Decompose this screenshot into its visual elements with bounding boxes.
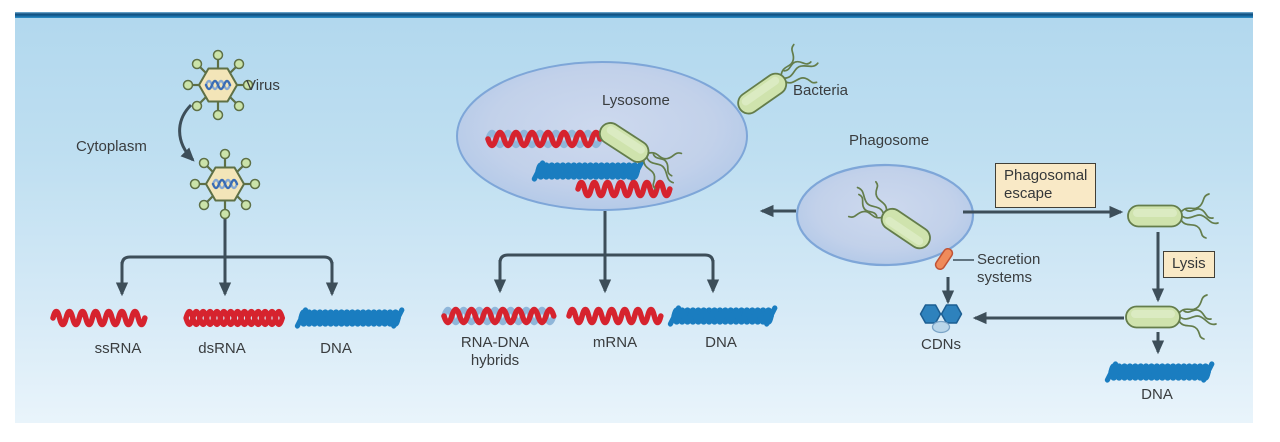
virus-label: Virus [246, 77, 280, 94]
rna-dna-hybrids-label-line1: RNA-DNA [460, 334, 530, 351]
secretion-systems-label: Secretion systems [977, 251, 1040, 287]
bacteria-label: Bacteria [793, 82, 849, 99]
rna-dna-hybrid-molecule [444, 310, 554, 323]
dna-molecule-middle [670, 308, 774, 324]
phagosomal-escape-box: Phagosomal escape [995, 163, 1097, 208]
dna-left-label: DNA [320, 340, 352, 357]
dna-molecule-left [297, 310, 401, 326]
phagosomal-escape-line1: Phagosomal [1004, 167, 1088, 184]
mrna-molecule [569, 310, 661, 323]
rna-dna-hybrids-label-line2: hybrids [470, 352, 520, 369]
dsrna-molecule [186, 312, 282, 325]
figure-top-bar [15, 12, 1253, 18]
dna-middle-label: DNA [705, 334, 737, 351]
secretion-system-tip [934, 247, 954, 271]
secretion-systems-line1: Secretion [977, 251, 1041, 268]
lysosome-branch-arrows [493, 211, 720, 294]
cytoplasm-label: Cytoplasm [76, 138, 147, 155]
virus-entry-curved-arrow [178, 103, 195, 162]
ssrna-molecule [53, 312, 145, 325]
rna-in-lysosome [578, 183, 670, 196]
ssrna-label: ssRNA [94, 340, 142, 357]
virus-icon-cytoplasm [189, 148, 261, 220]
rna-dna-hybrids-label: RNA-DNA hybrids [445, 334, 545, 370]
virus-icon [182, 49, 254, 121]
secretion-systems-line2: systems [977, 269, 1033, 286]
lysis-box: Lysis [1163, 251, 1215, 278]
lysed-bacterium [1125, 294, 1217, 340]
mrna-label: mRNA [592, 334, 638, 351]
escaped-bacterium [1127, 193, 1219, 239]
dna-in-lysosome [534, 163, 641, 179]
cdns-icon [919, 304, 963, 334]
dna-right-label: DNA [1141, 386, 1173, 403]
lysosome-label: Lysosome [602, 92, 670, 109]
virus-branch-arrows [115, 218, 339, 297]
dsrna-label: dsRNA [198, 340, 246, 357]
phagosome-label: Phagosome [849, 132, 930, 149]
rna-dna-hybrid-in-lysosome [488, 133, 600, 146]
cdns-label: CDNs [921, 336, 961, 353]
dna-molecule-right [1107, 364, 1211, 380]
phagosomal-escape-line2: escape [1004, 185, 1053, 202]
